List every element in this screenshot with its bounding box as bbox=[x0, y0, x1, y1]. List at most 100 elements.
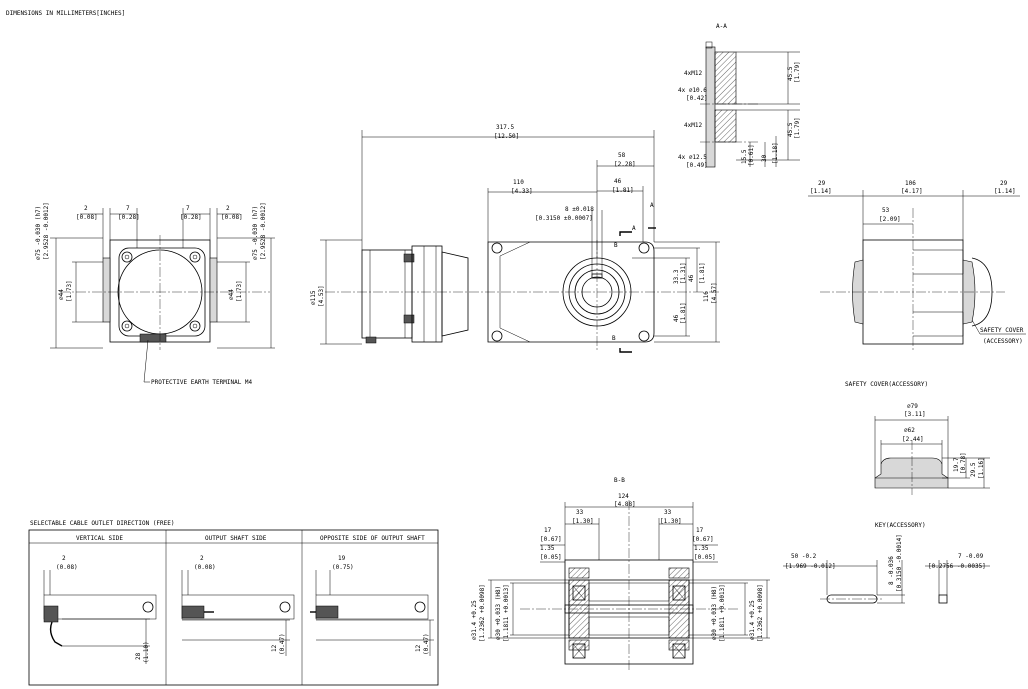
gear-neck bbox=[441, 251, 469, 337]
side-dia-left: ∅75 -0.030 (h7) bbox=[35, 206, 42, 260]
rv-cover-label-2: (ACCESSORY) bbox=[983, 338, 1023, 345]
aa-dim-30: 30 bbox=[761, 154, 768, 162]
section-aa-title: A-A bbox=[716, 23, 727, 30]
side-view: 2 [0.08] 7 [0.28] 7 [0.28] 2 [0.08] ∅75 … bbox=[35, 202, 275, 386]
side-dia-right: ∅75 -0.030 (h7) bbox=[252, 206, 259, 260]
rv-dim-29-right: 29 bbox=[1000, 180, 1008, 187]
bb-dim-135-left: 1.35 bbox=[540, 545, 555, 552]
cable-header-output: OUTPUT SHAFT SIDE bbox=[205, 535, 267, 542]
side-dim-7-right-in: [0.28] bbox=[180, 214, 202, 221]
cable-dim-side-3: 12 bbox=[415, 644, 422, 652]
bb-dim-17-left-in: [0.67] bbox=[540, 536, 562, 543]
dim-46: 46 bbox=[614, 178, 622, 185]
section-mark-a-top: A bbox=[632, 225, 636, 232]
aa-label-hole-bot-in: [0.49] bbox=[686, 162, 708, 169]
aa-label-hole-bot: 4x ∅12.5 bbox=[678, 154, 707, 161]
cover-body bbox=[874, 457, 949, 489]
cable-dim-side-2-in: (0.47) bbox=[279, 633, 286, 655]
cable-dim-top-1: 2 bbox=[62, 555, 66, 562]
cable-dim-top-3: 19 bbox=[338, 555, 346, 562]
cable-dim-top-3-in: (0.75) bbox=[332, 564, 354, 571]
section-bb-view: B-B 124 [4.88] 33 [1.30] 33 [1.30] 17 [0… bbox=[471, 477, 770, 670]
cable-dim-top-2-in: (0.08) bbox=[194, 564, 216, 571]
cover-dim-79: ∅79 bbox=[907, 403, 918, 410]
aa-label-m12-bot: 4xM12 bbox=[684, 122, 702, 129]
dim-58: 58 bbox=[618, 152, 626, 159]
side-dim-2-left: 2 bbox=[84, 205, 88, 212]
bb-dim-124-in: [4.88] bbox=[614, 501, 636, 508]
dim-58-in: [2.28] bbox=[614, 161, 636, 168]
side-bore-right: ∅44 bbox=[228, 289, 235, 300]
bb-dia-left-4: [1.1811 +0.0013] bbox=[503, 584, 510, 642]
dim-dia115-in: [4.53] bbox=[318, 285, 325, 307]
aa-dim-15: 15.5 bbox=[741, 149, 748, 164]
gear-housing bbox=[487, 241, 655, 343]
dim-33-in: [1.31] bbox=[680, 262, 687, 284]
key-view: KEY(ACCESSORY) 50 -0.2 [1.969 -0.012] 8 … bbox=[783, 522, 990, 604]
bb-dim-135-right: 1.35 bbox=[694, 545, 709, 552]
cable-header-vertical: VERTICAL SIDE bbox=[76, 535, 123, 542]
side-dia-right-in: [2.9528 -0.0012] bbox=[260, 202, 267, 260]
dim-116: 116 bbox=[703, 291, 710, 302]
aa-flange-left bbox=[705, 46, 716, 168]
bb-title: B-B bbox=[614, 477, 625, 484]
bb-dim-135-right-in: [0.05] bbox=[694, 554, 716, 561]
bb-dim-17-right-in: [0.67] bbox=[692, 536, 714, 543]
motor-connector bbox=[365, 336, 377, 344]
aa-hatch-lower bbox=[714, 109, 737, 143]
dim-46-low-in: [1.81] bbox=[680, 302, 687, 324]
side-dim-7-left: 7 bbox=[126, 205, 130, 212]
bb-dim-135-left-in: [0.05] bbox=[540, 554, 562, 561]
cable-outlet-table: SELECTABLE CABLE OUTLET DIRECTION (FREE)… bbox=[28, 520, 439, 686]
bb-dim-17-left: 17 bbox=[544, 527, 552, 534]
cable-1 bbox=[49, 621, 63, 647]
cover-dim-79-in: [3.11] bbox=[904, 411, 926, 418]
dim-110: 110 bbox=[513, 179, 524, 186]
rv-dim-29-left: 29 bbox=[818, 180, 826, 187]
key-len: 50 -0.2 bbox=[791, 553, 817, 560]
aa-label-hole-top: 4x ∅10.6 bbox=[678, 87, 707, 94]
key-w: 8 -0.036 bbox=[888, 556, 895, 585]
key-h-in: [0.2756 -0.0035] bbox=[928, 563, 986, 570]
rv-dim-29-right-in: [1.14] bbox=[994, 188, 1016, 195]
bb-dia-left-3: ∅30 +0.033 (H8) bbox=[495, 586, 502, 640]
cable-header-opposite: OPPOSITE SIDE OF OUTPUT SHAFT bbox=[320, 535, 425, 542]
cable-dim-top-2: 2 bbox=[200, 555, 204, 562]
aa-dim-45-top: 45.5 bbox=[787, 66, 794, 81]
aa-dim-45-top-in: [1.79] bbox=[794, 61, 801, 83]
cover-dim-29-in: [1.16] bbox=[978, 457, 985, 479]
bb-dia-left-2: [1.2362 +0.0098] bbox=[479, 584, 486, 642]
earth-terminal-label: PROTECTIVE EARTH TERMINAL M4 bbox=[151, 379, 253, 386]
rv-dim-106-in: [4.17] bbox=[901, 188, 923, 195]
dim-46-in: [1.81] bbox=[612, 187, 634, 194]
aa-bolt-head bbox=[705, 41, 713, 49]
aa-dim-15-in: [0.61] bbox=[748, 144, 755, 166]
bb-dim-33-left-in: [1.30] bbox=[572, 518, 594, 525]
side-bore-left: ∅44 bbox=[58, 289, 65, 300]
dim-dia115: ∅115 bbox=[310, 290, 317, 305]
dim-46-low: 46 bbox=[673, 314, 680, 322]
section-mark-a-right: A bbox=[650, 202, 654, 209]
cover-dim-19: 19.7 bbox=[953, 457, 960, 472]
right-view: 29 [1.14] 106 [4.17] 29 [1.14] 53 [2.09]… bbox=[808, 180, 1026, 350]
bb-dia-left-1: ∅31.4 +0.25 bbox=[471, 600, 478, 640]
side-dim-2-right: 2 bbox=[226, 205, 230, 212]
dim-key8: 8 ±0.018 bbox=[565, 206, 594, 213]
dim-317: 317.5 bbox=[496, 124, 514, 131]
cover-title: SAFETY COVER(ACCESSORY) bbox=[845, 381, 928, 388]
motor-body bbox=[361, 249, 413, 339]
side-shaft-left bbox=[102, 257, 111, 323]
dim-116-in: [4.57] bbox=[711, 282, 718, 304]
bb-dim-33-right-in: [1.30] bbox=[660, 518, 682, 525]
dim-46-v-in: [1.81] bbox=[699, 262, 706, 284]
cable-motor-1 bbox=[43, 594, 157, 620]
section-mark-b-bot: B bbox=[612, 335, 616, 342]
bb-dia-right-3: ∅31.4 +0.25 bbox=[749, 600, 756, 640]
cable-table-title: SELECTABLE CABLE OUTLET DIRECTION (FREE) bbox=[30, 520, 175, 527]
rv-dim-106: 106 bbox=[905, 180, 916, 187]
cable-table-frame bbox=[28, 529, 439, 686]
motor-flange bbox=[411, 245, 443, 343]
units-note: DIMENSIONS IN MILLIMETERS[INCHES] bbox=[6, 10, 125, 17]
key-end-view bbox=[938, 594, 948, 604]
dim-46-v: 46 bbox=[688, 274, 695, 282]
